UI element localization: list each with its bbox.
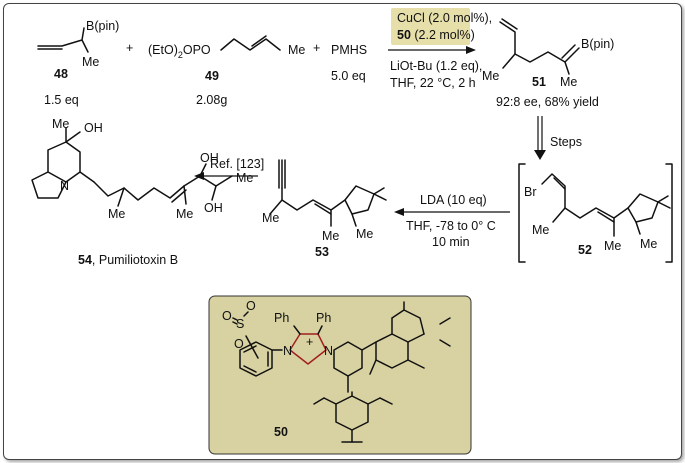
c51-bpin: B(pin)	[581, 37, 614, 51]
compound-51: B(pin) Me Me 51 92:8 ee, 68% yield	[482, 18, 614, 109]
c51-me2: Me	[560, 75, 577, 89]
c48-me: Me	[82, 55, 99, 69]
compound-48: B(pin) Me 48 1.5 eq	[37, 19, 119, 107]
catalyst-highlight	[391, 8, 470, 45]
c53-label: 53	[315, 245, 329, 259]
c49-formula: (EtO)2OPO	[148, 43, 211, 60]
c50-s: S	[236, 317, 244, 331]
c50-ph2: Ph	[316, 311, 331, 325]
c49-label: 49	[205, 69, 219, 83]
c50-o1: O	[222, 309, 232, 323]
compound-52: Br Me Me Me 52	[518, 163, 673, 263]
compound-50: O S O O N N + Ph Ph 50	[222, 299, 451, 443]
r1-cat1: CuCl (2.0 mol%),	[397, 11, 492, 25]
r3-cond2: 10 min	[432, 235, 470, 249]
c54-n: N	[60, 179, 69, 193]
compound-54: Me OH N Me Me OH OH Me 54, Pumiliotoxin …	[31, 117, 253, 267]
c50-o3: O	[246, 299, 256, 313]
pmhs-equiv: 5.0 eq	[331, 69, 366, 83]
c51-label: 51	[532, 75, 546, 89]
c54-me3: Me	[236, 171, 253, 185]
c54-oh2: OH	[204, 201, 223, 215]
c50-ph1: Ph	[274, 311, 289, 325]
c54-me-top: Me	[52, 117, 69, 131]
arrow-r3-head	[394, 208, 404, 216]
r1-base: LiOt-Bu (1.2 eq),	[390, 59, 482, 73]
r1-cond: THF, 22 °C, 2 h	[390, 76, 476, 90]
c52-br: Br	[524, 185, 537, 199]
c54-oh-top: OH	[84, 121, 103, 135]
plus-1: +	[126, 41, 133, 55]
arrow-steps-head	[534, 150, 546, 160]
c52-me1: Me	[532, 223, 549, 237]
c48-bpin: B(pin)	[86, 19, 119, 33]
r1-cat2: 50 (2.2 mol%)	[397, 28, 475, 42]
r3-cond1: THF, -78 to 0° C	[406, 219, 496, 233]
r4-label: Ref. [123]	[210, 157, 264, 171]
c54-label: 54, Pumiliotoxin B	[78, 253, 178, 267]
c50-o2: O	[234, 337, 244, 351]
c49-me: Me	[288, 43, 305, 57]
compound-49: (EtO)2OPO Me 49 2.08g	[148, 35, 305, 107]
compound-53: Me Me Me 53	[262, 159, 387, 259]
c54-oh1: OH	[200, 151, 219, 165]
c54-me1: Me	[108, 207, 125, 221]
c53-me3: Me	[356, 227, 373, 241]
c50-n1: N	[283, 344, 292, 358]
c54-me2: Me	[176, 207, 193, 221]
pmhs: PMHS	[331, 43, 367, 57]
c53-me2: Me	[322, 229, 339, 243]
c48-equiv: 1.5 eq	[44, 93, 79, 107]
steps-label: Steps	[550, 135, 582, 149]
c52-me3: Me	[640, 237, 657, 251]
c48-label: 48	[54, 67, 68, 81]
c51-me1: Me	[482, 69, 499, 83]
c50-label: 50	[274, 425, 288, 439]
c51-result: 92:8 ee, 68% yield	[496, 95, 599, 109]
plus-2: +	[313, 41, 320, 55]
c53-me1: Me	[262, 211, 279, 225]
c50-plus: +	[306, 335, 313, 349]
c50-n2: N	[324, 344, 333, 358]
catalyst-box	[208, 295, 472, 455]
r3-reagent: LDA (10 eq)	[420, 193, 487, 207]
arrow-r1-head	[466, 46, 476, 54]
c52-me2: Me	[604, 239, 621, 253]
c52-label: 52	[578, 243, 592, 257]
c49-amount: 2.08g	[196, 93, 227, 107]
